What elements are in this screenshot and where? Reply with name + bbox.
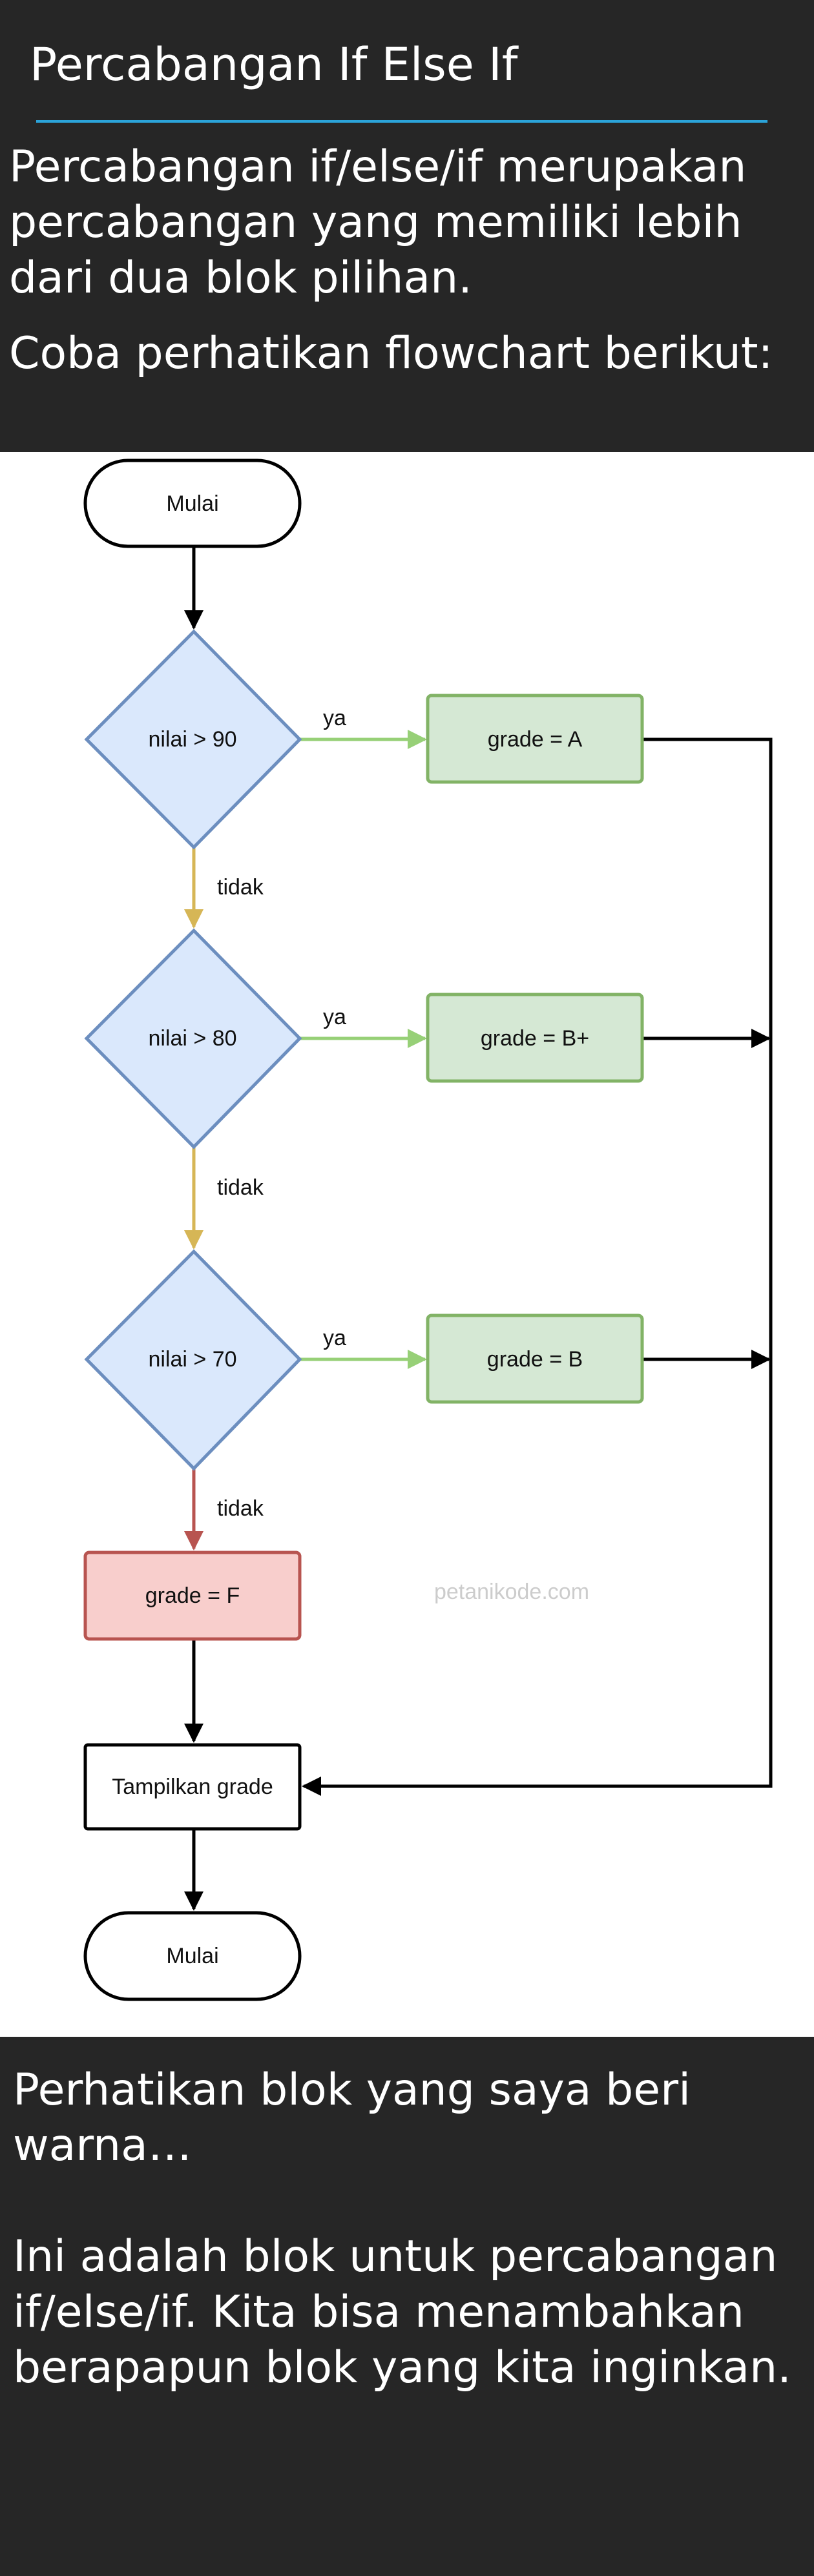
node-grade-a-label: grade = A [488,727,583,752]
node-grade-b-label: grade = B [487,1347,583,1372]
header-section: Percabangan If Else If Percabangan if/el… [0,0,814,452]
node-end-label: Mulai [166,1944,218,1968]
node-grade-b: grade = B [426,1314,644,1404]
edge-gradea-merge [302,737,773,1796]
edge-label-yes-3: ya [323,1326,346,1350]
node-cond-1-label: nilai > 90 [148,727,236,752]
node-grade-bplus: grade = B+ [426,993,644,1083]
node-output: Tampilkan grade [83,1743,302,1831]
page-title: Percabangan If Else If [30,38,518,91]
watermark: petanikode.com [434,1580,589,1604]
title-divider [36,120,767,123]
node-grade-a: grade = A [426,694,644,784]
note-text-2: Ini adalah blok untuk percabangan if/els… [13,2231,791,2393]
footer-section: Perhatikan blok yang saya beri warna… In… [0,2037,814,2576]
note-text-1: Perhatikan blok yang saya beri warna… [13,2065,691,2171]
intro-text-2: Coba perhatikan flowchart berikut: [9,328,773,379]
intro-text: Percabangan if/else/if merupakan percaba… [9,141,747,304]
node-cond-2: nilai > 80 [84,928,302,1149]
edge-label-no-2: tidak [217,1175,264,1200]
edge-label-no-3: tidak [217,1496,264,1521]
node-grade-bplus-label: grade = B+ [481,1026,589,1051]
node-cond-3: nilai > 70 [84,1249,302,1471]
node-start: Mulai [83,459,302,548]
flowchart: ya ya ya tidak tidak tidak Mulai nilai >… [83,459,773,2001]
node-grade-f-label: grade = F [145,1583,240,1608]
edge-label-no-1: tidak [217,875,264,900]
edge-label-yes-2: ya [323,1005,346,1029]
edge-label-yes-1: ya [323,706,346,730]
node-output-label: Tampilkan grade [112,1775,273,1799]
node-cond-3-label: nilai > 70 [148,1347,236,1372]
node-cond-2-label: nilai > 80 [148,1026,236,1051]
node-cond-1: nilai > 90 [84,629,302,850]
node-grade-f: grade = F [83,1551,302,1641]
flowchart-panel: ya ya ya tidak tidak tidak Mulai nilai >… [0,452,814,2037]
node-start-label: Mulai [166,491,218,516]
node-end: Mulai [83,1911,302,2001]
